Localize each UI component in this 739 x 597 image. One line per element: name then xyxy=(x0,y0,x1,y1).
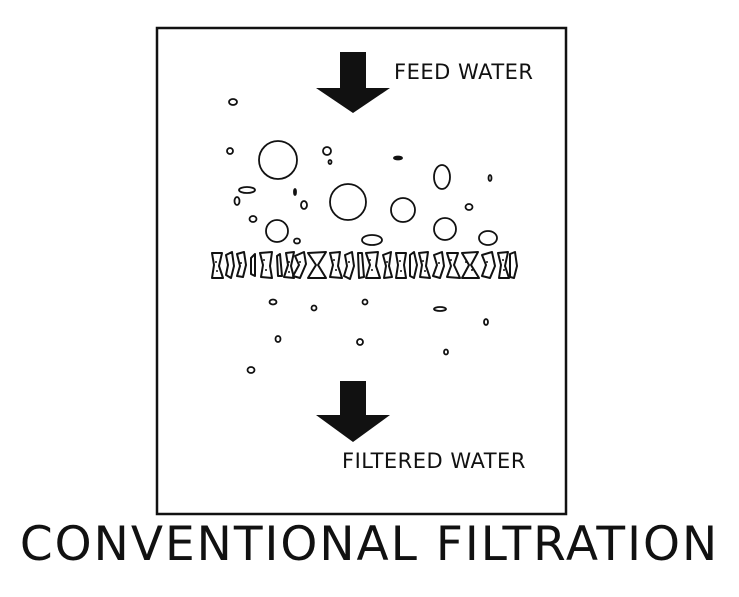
particle xyxy=(327,159,333,165)
particle-large xyxy=(329,183,367,221)
particle xyxy=(478,230,498,246)
membrane-texture xyxy=(215,259,505,273)
particle-medium xyxy=(390,197,416,223)
membrane-fiber xyxy=(307,251,327,279)
particle xyxy=(238,186,256,194)
particle xyxy=(274,335,282,343)
membrane-fiber xyxy=(250,253,256,277)
membrane-fiber xyxy=(481,251,496,279)
down-arrow-icon-top xyxy=(316,52,390,113)
particle xyxy=(322,146,332,156)
membrane-fiber xyxy=(395,252,407,279)
particle xyxy=(483,318,489,326)
particle-medium xyxy=(433,164,451,190)
particle-medium xyxy=(433,217,457,241)
filtered-water-label: FILTERED WATER xyxy=(342,449,526,473)
membrane-fiber xyxy=(509,251,518,279)
membrane-fiber xyxy=(382,251,393,279)
membrane-fiber xyxy=(276,253,283,277)
membrane-fiber xyxy=(432,251,445,279)
down-arrow-icon-bottom xyxy=(316,381,390,442)
particle xyxy=(246,366,256,374)
particle xyxy=(300,200,308,210)
membrane-fiber xyxy=(418,251,431,279)
particle xyxy=(361,298,369,306)
membrane-fiber xyxy=(461,251,480,279)
membrane-fiber xyxy=(409,251,418,279)
feed-water-label: FEED WATER xyxy=(394,60,534,84)
particle xyxy=(443,348,449,356)
membrane-fiber xyxy=(343,251,355,280)
particle xyxy=(361,234,383,246)
membrane-fiber xyxy=(259,251,273,279)
particle xyxy=(228,98,238,106)
particle xyxy=(293,188,297,196)
filter-membrane xyxy=(211,251,518,280)
particle-medium xyxy=(265,219,289,243)
membrane-fiber xyxy=(292,251,307,279)
particles-feed xyxy=(226,98,498,246)
membrane-fiber xyxy=(225,251,235,279)
particle xyxy=(393,155,403,161)
particle xyxy=(464,203,474,211)
particle-large xyxy=(258,140,298,180)
particle xyxy=(356,338,364,346)
particle xyxy=(310,304,318,312)
particle xyxy=(248,215,258,223)
particle xyxy=(293,237,301,245)
membrane-fiber xyxy=(283,251,295,279)
membrane-fiber xyxy=(497,251,510,279)
membrane-fiber xyxy=(446,252,461,279)
diagram-title: CONVENTIONAL FILTRATION xyxy=(19,517,720,572)
membrane-fiber xyxy=(365,251,381,279)
membrane-fiber xyxy=(236,251,247,278)
membrane-fiber xyxy=(329,251,343,279)
particle xyxy=(487,174,493,182)
membrane-fiber xyxy=(211,252,224,279)
diagram-frame xyxy=(155,26,568,516)
particles-filtered xyxy=(246,298,489,374)
particle xyxy=(433,306,447,312)
particle xyxy=(268,298,278,306)
particle xyxy=(233,196,241,206)
particle xyxy=(226,147,234,155)
membrane-fiber xyxy=(357,252,365,279)
